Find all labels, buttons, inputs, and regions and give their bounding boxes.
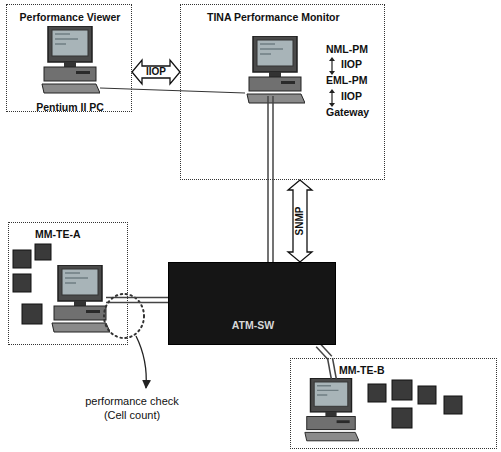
edge-label: SNMP bbox=[295, 206, 305, 237]
box-title: Performance Viewer bbox=[7, 11, 133, 23]
cable bbox=[268, 96, 273, 262]
cable bbox=[128, 298, 168, 303]
box-title: ATM-SW bbox=[169, 319, 337, 331]
edge-label: IIOP bbox=[145, 67, 167, 77]
protocol-arrow bbox=[288, 180, 312, 262]
arrow-shape bbox=[132, 60, 180, 84]
check-circle bbox=[104, 294, 144, 338]
arrow-shape bbox=[288, 180, 312, 262]
box-text: IIOP bbox=[341, 58, 362, 70]
pc-icon bbox=[305, 378, 359, 441]
box-text: Pentium II PC bbox=[7, 101, 133, 113]
box-text: Gateway bbox=[326, 106, 369, 118]
group-box: TINA Performance MonitorNML-PM IIOP EML-PM… bbox=[180, 4, 385, 180]
box-text: NML-PM bbox=[326, 43, 368, 55]
group-box: MM-TE-B bbox=[290, 358, 497, 449]
group-box: Performance ViewerPentium II PC bbox=[6, 4, 132, 112]
cable-line bbox=[320, 343, 332, 356]
cable bbox=[328, 358, 337, 380]
box-title: TINA Performance Monitor bbox=[207, 11, 340, 23]
box-title: MM-TE-B bbox=[339, 364, 385, 376]
leader-line bbox=[136, 336, 146, 388]
cable-line bbox=[128, 297, 168, 299]
video-windows bbox=[13, 244, 462, 428]
protocol-arrow bbox=[132, 60, 180, 84]
note-label: performance check (Cell count) bbox=[78, 394, 186, 422]
box-text: EML-PM bbox=[326, 74, 367, 86]
box-title: MM-TE-A bbox=[35, 228, 81, 240]
pc-icon bbox=[42, 26, 100, 93]
box-text: IIOP bbox=[341, 90, 362, 102]
cable-line bbox=[128, 302, 168, 304]
pc-icon bbox=[247, 36, 305, 103]
atm-switch: ATM-SW bbox=[168, 262, 336, 345]
pc-icon bbox=[52, 265, 110, 332]
group-box: MM-TE-A bbox=[8, 222, 128, 345]
link-line bbox=[100, 88, 245, 93]
